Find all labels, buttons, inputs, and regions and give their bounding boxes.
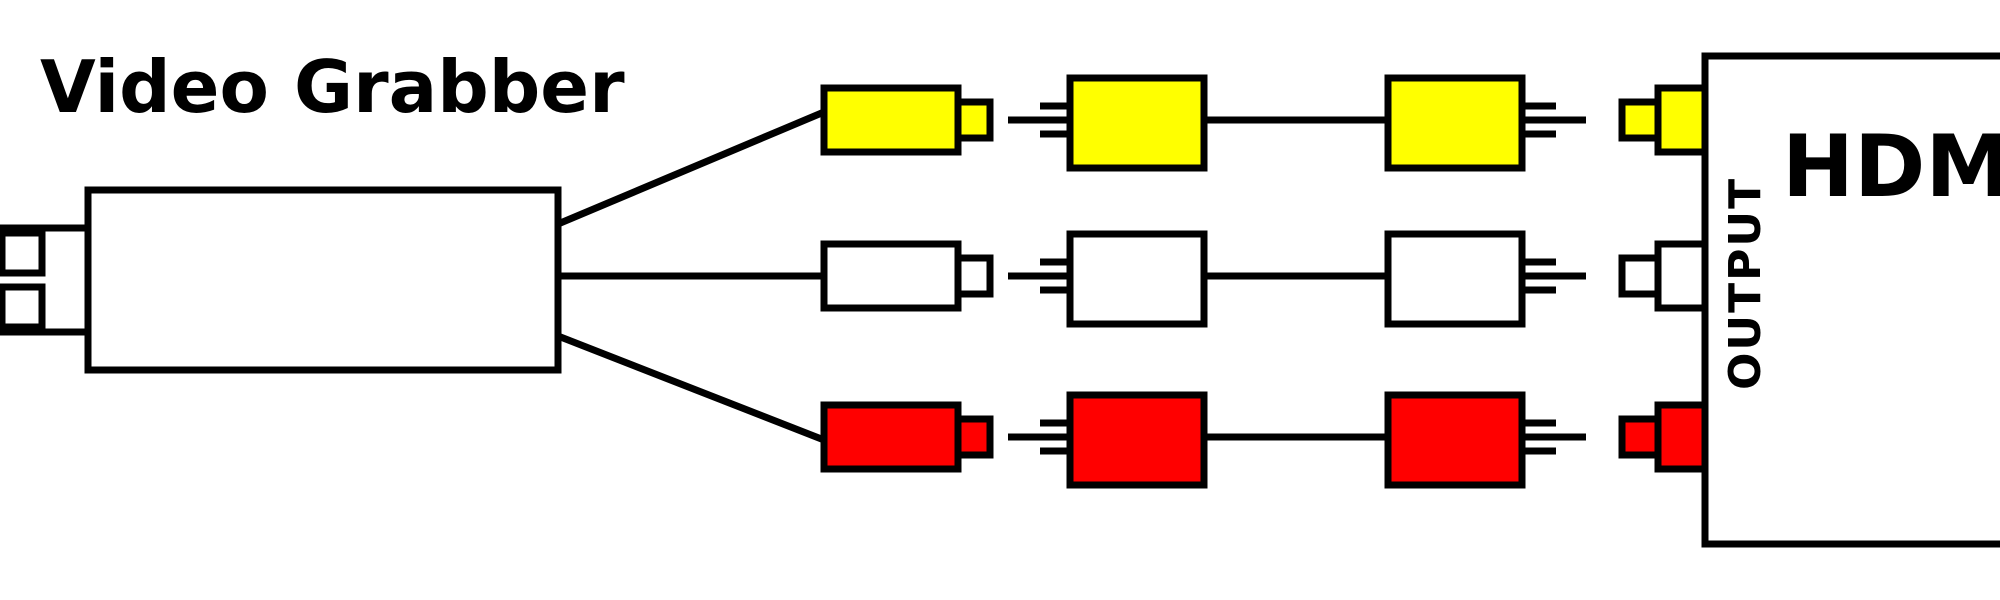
video-socket-body xyxy=(1654,84,1709,156)
audio-left-right-jack xyxy=(1384,230,1526,328)
audio-right-plug-body xyxy=(820,401,962,473)
grabber-cables xyxy=(556,108,826,444)
hdmi-device-label: HDMI2 xyxy=(1782,117,2000,217)
channel-row-video xyxy=(820,74,1709,172)
audio-left-plug-body xyxy=(820,240,962,312)
hdmi-device-box xyxy=(1701,52,2000,548)
audio-left-socket-tip xyxy=(1618,254,1662,298)
usb-plug-icon xyxy=(0,224,92,336)
video-plug-tip xyxy=(954,98,994,142)
video-socket-tip xyxy=(1618,98,1662,142)
output-port-label: OUTPUT xyxy=(1720,177,1771,390)
video-plug-body xyxy=(820,84,962,156)
audio-left-plug-tip xyxy=(954,254,994,298)
channel-row-audio-left xyxy=(820,230,1709,328)
audio-right-left-jack xyxy=(1066,391,1208,489)
video-grabber-box xyxy=(84,186,562,374)
channel-row-audio-right xyxy=(820,391,1709,489)
audio-right-right-jack xyxy=(1384,391,1526,489)
audio-right-socket-tip xyxy=(1618,415,1662,459)
diagram-title: Video Grabber xyxy=(40,45,625,129)
audio-left-left-jack xyxy=(1066,230,1208,328)
audio-left-socket-body xyxy=(1654,240,1709,312)
video-right-jack xyxy=(1384,74,1526,172)
audio-right-plug-tip xyxy=(954,415,994,459)
audio-right-socket-body xyxy=(1654,401,1709,473)
video-left-jack xyxy=(1066,74,1208,172)
